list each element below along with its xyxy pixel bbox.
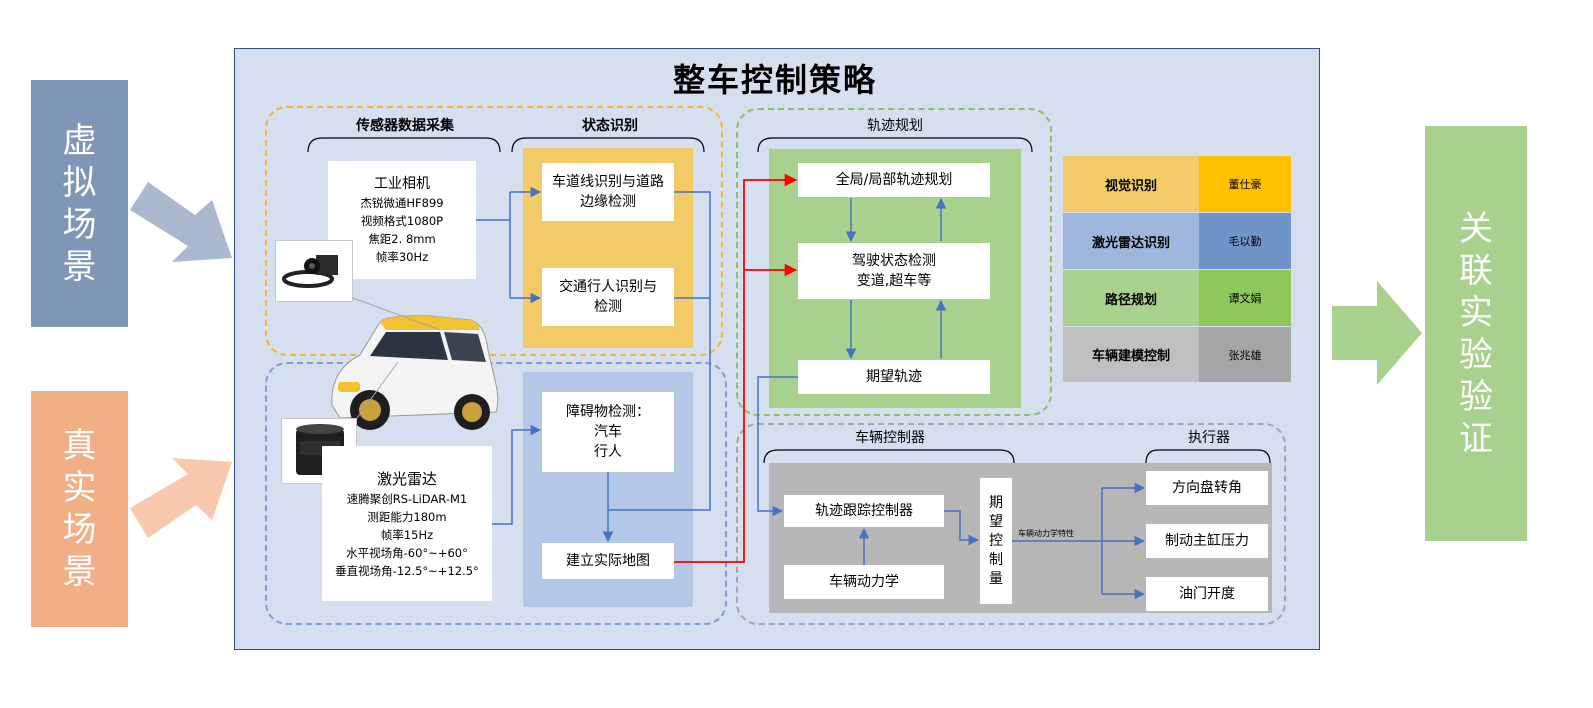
expected-control-char: 量 bbox=[989, 570, 1003, 587]
lidar-line: 速腾聚创RS-LiDAR-M1 bbox=[346, 491, 468, 506]
legend-task: 视觉识别 bbox=[1104, 178, 1157, 194]
global-local-plan-text: 全局/局部轨迹规划 bbox=[835, 172, 953, 188]
lidar-box: 激光雷达 速腾聚创RS-LiDAR-M1 测距能力180m 帧率15Hz 水平视… bbox=[322, 446, 492, 601]
steering-box: 方向盘转角 bbox=[1146, 471, 1268, 505]
legend-task-cell: 视觉识别 bbox=[1063, 156, 1199, 212]
state-header: 状态识别 bbox=[582, 118, 638, 134]
legend-name-cell: 张兆雄 bbox=[1199, 327, 1291, 382]
legend-task-cell: 路径规划 bbox=[1063, 270, 1199, 326]
brake-text: 制动主缸压力 bbox=[1165, 533, 1249, 549]
vehicle-dynamics-text: 车辆动力学 bbox=[829, 574, 899, 590]
camera-line: 视频格式1080P bbox=[360, 214, 444, 228]
vehicle-dynamics-box: 车辆动力学 bbox=[784, 565, 944, 599]
camera-line: 杰锐微通HF899 bbox=[360, 196, 444, 210]
lidar-title: 激光雷达 bbox=[376, 469, 437, 488]
legend-name: 谭文娟 bbox=[1228, 292, 1262, 305]
legend-name: 董仕豪 bbox=[1228, 178, 1262, 191]
obstacle-detect-box: 障碍物检测： 汽车 行人 bbox=[542, 392, 674, 472]
real-scene-label: 真实场景 bbox=[62, 426, 97, 592]
lane-detect-text: 车道线识别与道路边缘检测 bbox=[552, 174, 664, 210]
planning-header: 轨迹规划 bbox=[867, 118, 923, 134]
legend-name: 张兆雄 bbox=[1228, 348, 1262, 362]
camera-title: 工业相机 bbox=[374, 176, 430, 192]
virtual-arrow-icon bbox=[130, 182, 232, 262]
legend-task-cell: 车辆建模控制 bbox=[1063, 327, 1199, 382]
controller-header: 车辆控制器 bbox=[855, 430, 925, 446]
legend-task: 激光雷达识别 bbox=[1091, 235, 1170, 251]
expected-control-char: 望 bbox=[989, 513, 1003, 530]
verification-box: 关联实验验证 bbox=[1425, 126, 1527, 541]
expected-trajectory-box: 期望轨迹 bbox=[798, 360, 990, 394]
build-map-text: 建立实际地图 bbox=[566, 553, 650, 569]
obstacle-line: 汽车 bbox=[594, 424, 622, 440]
driving-state-line: 驾驶状态检测 bbox=[852, 253, 936, 269]
legend-name-cell: 谭文娟 bbox=[1199, 270, 1291, 326]
expected-trajectory-text: 期望轨迹 bbox=[866, 369, 922, 385]
tracking-controller-box: 轨迹跟踪控制器 bbox=[784, 495, 944, 527]
brake-box: 制动主缸压力 bbox=[1146, 524, 1268, 558]
camera-image bbox=[275, 240, 353, 302]
expected-control-char: 制 bbox=[989, 551, 1003, 568]
camera-line: 焦距2. 8mm bbox=[368, 232, 436, 246]
lidar-line: 帧率15Hz bbox=[380, 527, 434, 542]
legend-task-cell: 激光雷达识别 bbox=[1063, 213, 1199, 269]
legend-name-cell: 毛以勤 bbox=[1199, 213, 1291, 269]
lidar-line: 垂直视场角-12.5°~+12.5° bbox=[335, 563, 479, 578]
driving-state-box: 驾驶状态检测 变道,超车等 bbox=[798, 243, 990, 299]
legend-task: 路径规划 bbox=[1104, 292, 1157, 308]
legend-task: 车辆建模控制 bbox=[1091, 349, 1170, 364]
lane-detect-box: 车道线识别与道路边缘检测 bbox=[542, 163, 674, 221]
global-local-plan-box: 全局/局部轨迹规划 bbox=[798, 163, 990, 197]
actuator-header: 执行器 bbox=[1188, 430, 1230, 446]
obstacle-line: 行人 bbox=[594, 444, 622, 460]
main-title: 整车控制策略 bbox=[672, 61, 877, 99]
virtual-scene-box: 虚拟场景 bbox=[31, 80, 128, 327]
sensor-header: 传感器数据采集 bbox=[356, 118, 454, 134]
camera-icon bbox=[282, 255, 338, 288]
lidar-line: 水平视场角-60°~+60° bbox=[346, 545, 468, 560]
real-scene-box: 真实场景 bbox=[31, 391, 128, 627]
virtual-scene-label: 虚拟场景 bbox=[62, 120, 97, 287]
expected-control-char: 期 bbox=[989, 494, 1003, 511]
driving-state-line: 变道,超车等 bbox=[856, 273, 932, 289]
legend-table: 视觉识别 董仕豪 激光雷达识别 毛以勤 路径规划 谭文娟 车辆建模控制 张兆雄 bbox=[1063, 156, 1291, 382]
tracking-controller-text: 轨迹跟踪控制器 bbox=[815, 503, 913, 519]
expected-control-char: 控 bbox=[989, 532, 1003, 549]
verification-label: 关联实验验证 bbox=[1459, 208, 1493, 459]
obstacle-line: 障碍物检测： bbox=[566, 404, 650, 420]
pedestrian-detect-box: 交通行人识别与检测 bbox=[542, 268, 674, 326]
camera-line: 帧率30Hz bbox=[375, 250, 429, 264]
dynamics-characteristic-label: 车辆动力学特性 bbox=[1018, 529, 1074, 538]
expected-control-box: 期 望 控 制 量 bbox=[980, 478, 1012, 604]
pedestrian-detect-text: 交通行人识别与检测 bbox=[559, 279, 657, 315]
steering-text: 方向盘转角 bbox=[1172, 480, 1242, 496]
build-map-box: 建立实际地图 bbox=[542, 543, 674, 579]
legend-name: 毛以勤 bbox=[1228, 235, 1262, 248]
real-arrow-icon bbox=[130, 458, 232, 538]
legend-name-cell: 董仕豪 bbox=[1199, 156, 1291, 212]
verification-arrow-icon bbox=[1332, 281, 1422, 385]
throttle-box: 油门开度 bbox=[1146, 577, 1268, 611]
throttle-text: 油门开度 bbox=[1179, 586, 1235, 602]
lidar-line: 测距能力180m bbox=[367, 509, 447, 524]
